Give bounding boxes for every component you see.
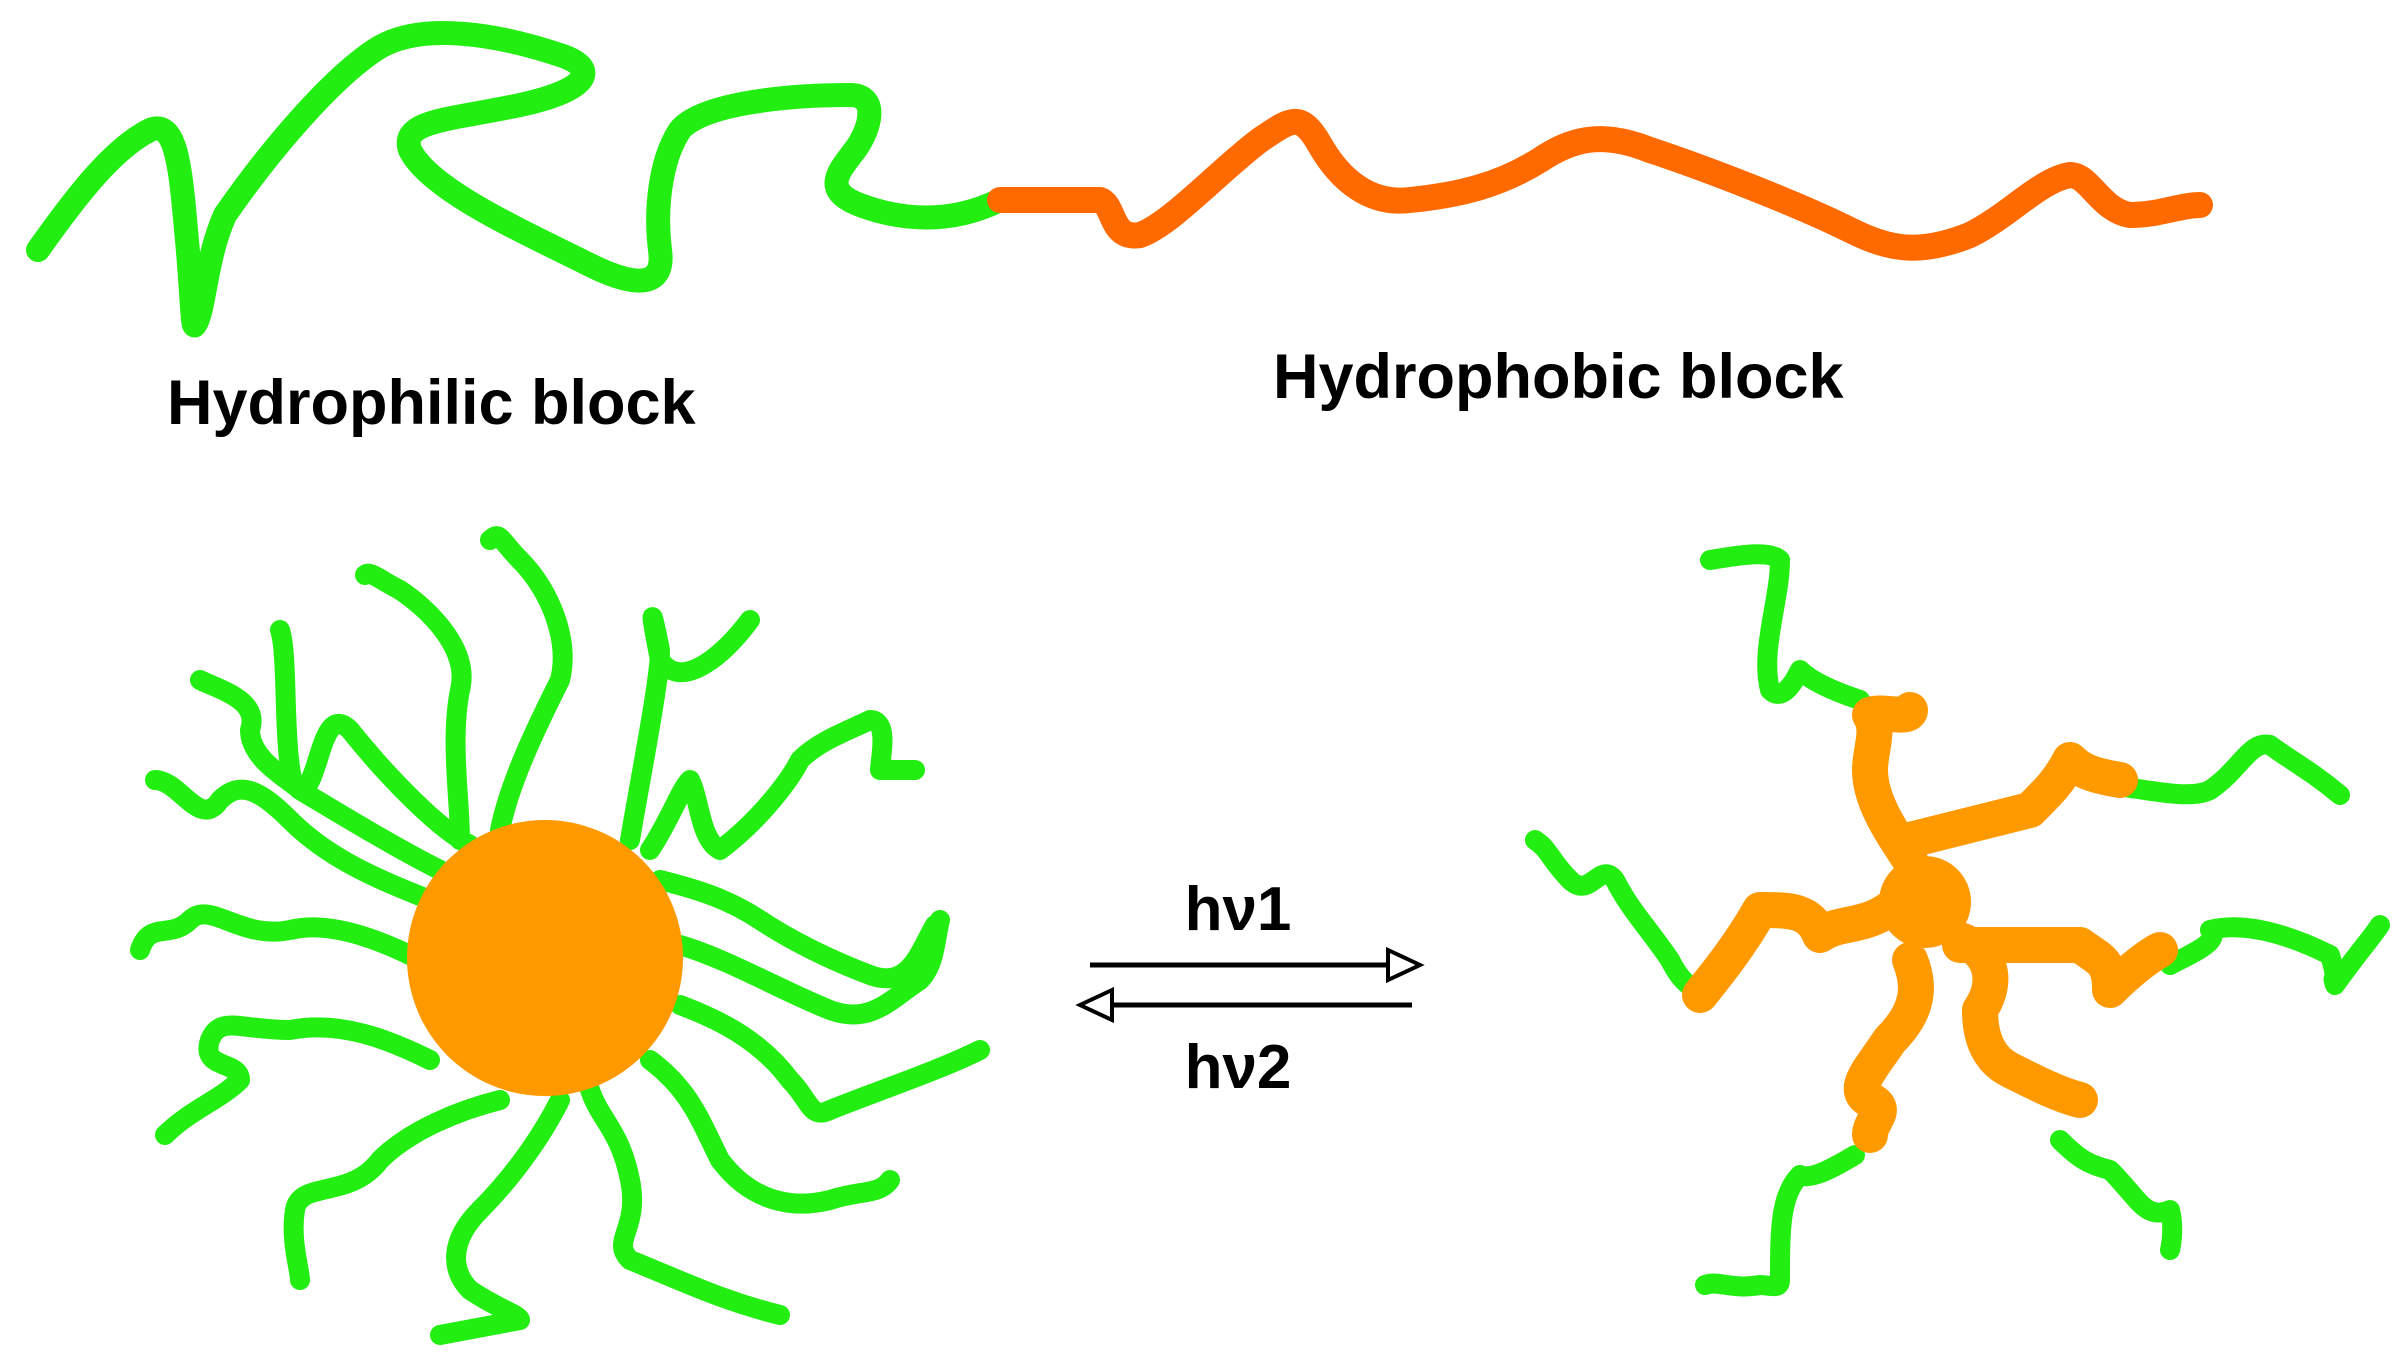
corona-chain bbox=[480, 526, 573, 840]
forward-arrow-head bbox=[1386, 946, 1425, 984]
micelle-corona bbox=[130, 526, 990, 1345]
corona-chain bbox=[190, 670, 450, 880]
loose-chain bbox=[1700, 544, 1870, 710]
hydrophobic-block-label: Hydrophobic block bbox=[1273, 342, 1845, 412]
corona-chain bbox=[155, 1015, 440, 1145]
collapsed-chain bbox=[1942, 922, 2098, 1118]
corona-chain bbox=[130, 904, 430, 970]
loose-chain bbox=[1695, 1145, 1865, 1297]
corona-chain bbox=[650, 870, 945, 989]
micelle-disassembled bbox=[1525, 544, 2390, 1297]
corona-chain bbox=[640, 710, 925, 860]
loose-corona bbox=[1525, 544, 2390, 1297]
forward-arrow-label: hν1 bbox=[1185, 875, 1292, 944]
block-copolymer bbox=[26, 21, 2213, 338]
backward-arrow-label: hν2 bbox=[1185, 1033, 1292, 1102]
backward-arrow-head bbox=[1075, 986, 1114, 1024]
collapsed-core bbox=[1879, 856, 1971, 948]
corona-chain bbox=[620, 607, 760, 850]
hydrophobic-chain bbox=[987, 108, 2213, 261]
corona-chain bbox=[355, 563, 472, 850]
corona-chain bbox=[670, 910, 950, 1025]
collapsed-hydrophobic-chains bbox=[1682, 692, 2178, 1153]
micelle-core bbox=[407, 820, 683, 1096]
loose-chain bbox=[2100, 734, 2350, 805]
collapsed-chain bbox=[1852, 692, 1928, 878]
corona-chain bbox=[270, 620, 480, 855]
micelle-assembled bbox=[130, 526, 990, 1345]
corona-chain bbox=[283, 1090, 510, 1290]
hydrophilic-chain bbox=[26, 21, 1012, 338]
corona-chain bbox=[670, 995, 990, 1123]
corona-chain bbox=[640, 1050, 900, 1214]
collapsed-chain bbox=[1843, 942, 1934, 1153]
hydrophilic-block-label: Hydrophilic block bbox=[167, 368, 697, 438]
collapsed-chain bbox=[1682, 882, 1918, 1013]
corona-chain bbox=[580, 1080, 790, 1325]
corona-chain bbox=[145, 770, 440, 910]
loose-chain bbox=[1525, 830, 1720, 1005]
collapsed-chain bbox=[1892, 742, 2138, 858]
collapsed-chain bbox=[1942, 926, 2178, 1008]
loose-chain bbox=[2160, 915, 2390, 995]
reversible-arrows: hν1 hν2 bbox=[1075, 875, 1425, 1102]
loose-chain bbox=[2050, 1130, 2183, 1260]
corona-chain bbox=[430, 1090, 570, 1345]
